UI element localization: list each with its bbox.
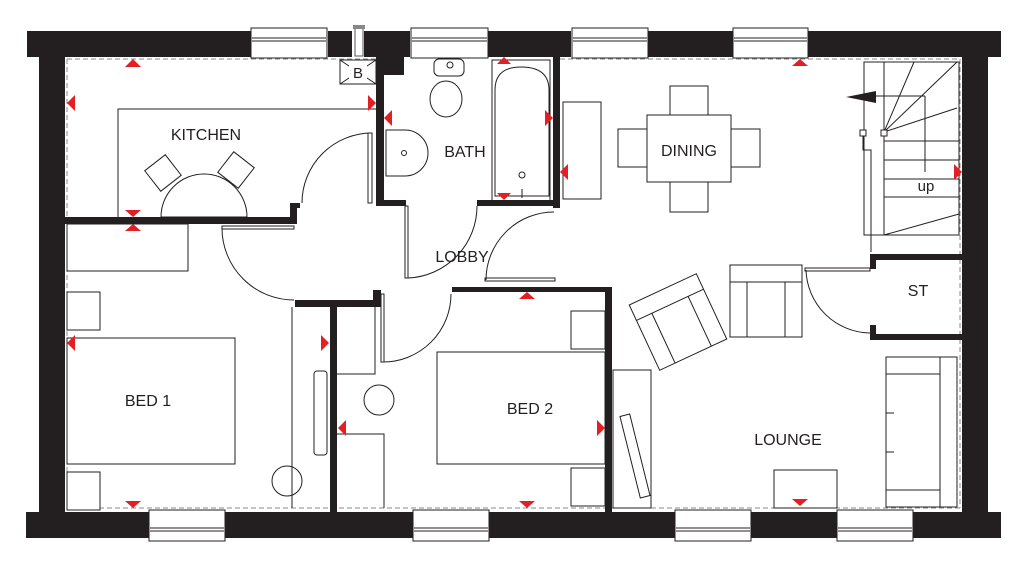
dimension-marker-icon [560, 164, 568, 180]
staircase[interactable]: up [846, 61, 960, 252]
internal-walls [65, 57, 962, 512]
dimension-marker-icon [384, 110, 392, 126]
window-dining-2 [732, 27, 809, 59]
dimension-marker-icon [519, 292, 535, 299]
window-lounge-2 [836, 509, 914, 542]
room-label-lounge: LOUNGE [754, 432, 822, 449]
dimension-marker-icon [497, 193, 511, 200]
storage-cupboard: ST [804, 267, 929, 334]
dimension-marker-icon [792, 59, 808, 66]
dining: DINING [562, 85, 761, 213]
stairs-direction-arrow-icon [846, 91, 876, 103]
armchair-angled [628, 273, 728, 371]
dimension-marker-icon [321, 335, 329, 351]
window-bed2 [412, 509, 490, 542]
dimension-marker-icon [125, 59, 141, 67]
dimension-marker-icon [67, 95, 75, 111]
lobby: LOBBY [221, 205, 556, 363]
bedroom-2: BED 2 [436, 310, 606, 507]
lounge: LOUNGE [612, 264, 958, 509]
room-label-dining: DINING [661, 143, 717, 160]
window-dining-1 [571, 27, 649, 59]
room-label-bed2: BED 2 [507, 401, 553, 418]
dimension-marker-icon [954, 164, 962, 180]
dimension-marker-icon [497, 57, 511, 64]
kitchen: B KITCHEN [117, 59, 377, 218]
fireplace [773, 469, 838, 509]
landing-cupboard [337, 305, 395, 508]
room-label-lobby: LOBBY [435, 249, 489, 266]
dimension-marker-icon [338, 420, 346, 436]
windows [148, 27, 914, 542]
door-bath[interactable] [404, 205, 478, 279]
window-bath [410, 27, 489, 59]
dimension-marker-icon [125, 224, 141, 231]
dimension-marker-icon [368, 95, 376, 111]
sofa [885, 356, 958, 508]
window-lounge-1 [674, 509, 752, 542]
door-storage[interactable] [804, 267, 871, 334]
bathtub [491, 59, 551, 202]
door-dining[interactable] [484, 211, 556, 282]
dimension-marker-icon [125, 501, 141, 508]
armchair [729, 264, 803, 338]
window-kitchen [250, 27, 328, 59]
window-bed1 [148, 509, 226, 542]
bathroom: BATH [385, 58, 551, 202]
dimension-marker-icon [597, 420, 605, 436]
room-label-kitchen: KITCHEN [171, 127, 241, 144]
flue [354, 25, 364, 57]
bedroom-1: BED 1 [66, 223, 328, 511]
room-label-bath: BATH [444, 144, 485, 161]
dimension-marker-icon [125, 210, 141, 217]
door-bed1[interactable] [221, 225, 295, 301]
door-bed2[interactable] [380, 293, 452, 363]
room-label-bed1: BED 1 [125, 393, 171, 410]
dimension-marker-icon [792, 499, 808, 506]
tv-unit [612, 369, 652, 509]
stairs-up-label: up [918, 178, 935, 195]
dimension-marker-icon [545, 110, 553, 126]
dimension-marker-icon [67, 335, 75, 351]
outer-walls [26, 31, 1001, 538]
boiler-label: B [353, 65, 363, 82]
basin [385, 129, 429, 177]
room-label-storage: ST [908, 283, 929, 300]
boiler: B [339, 59, 377, 85]
dimension-markers [67, 57, 962, 508]
door-kitchen[interactable] [301, 132, 373, 204]
dimension-marker-icon [519, 501, 535, 508]
toilet [429, 58, 465, 118]
